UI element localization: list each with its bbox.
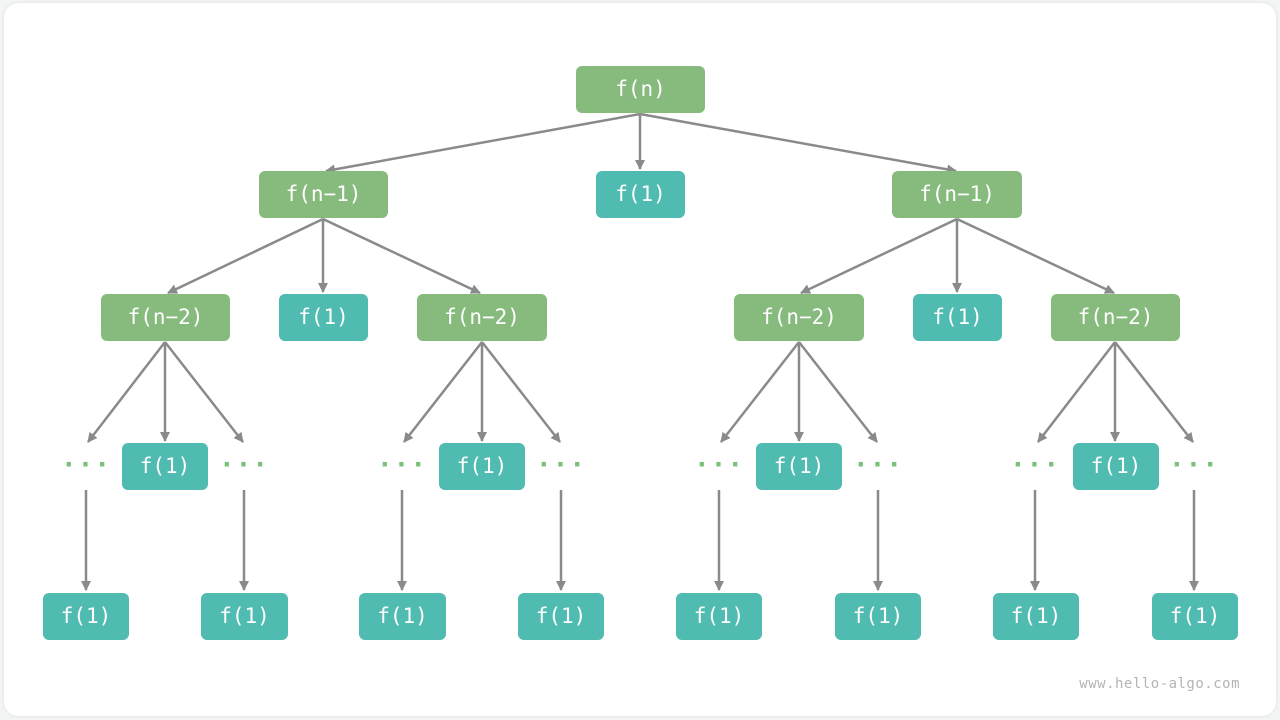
- node-f-1: f(1): [43, 593, 129, 640]
- node-f-n-minus-2: f(n−2): [734, 294, 864, 341]
- node-f-1: f(1): [279, 294, 368, 341]
- edge: [403, 341, 483, 443]
- node-f-1: f(1): [359, 593, 446, 640]
- ellipsis: ···: [1169, 450, 1219, 480]
- edge: [1037, 341, 1116, 443]
- node-f-1: f(1): [201, 593, 288, 640]
- node-f-1: f(1): [122, 443, 208, 490]
- node-f-n-minus-2: f(n−2): [1051, 294, 1180, 341]
- edge: [798, 341, 878, 443]
- node-f-n-minus-1-left: f(n−1): [259, 171, 388, 218]
- edge: [322, 217, 481, 295]
- node-f-n-minus-2: f(n−2): [101, 294, 230, 341]
- edge: [639, 112, 957, 175]
- node-f-n-minus-1-right: f(n−1): [892, 171, 1022, 218]
- node-f-1: f(1): [835, 593, 921, 640]
- node-f-1: f(1): [518, 593, 604, 640]
- edge: [87, 341, 166, 443]
- ellipsis: ···: [219, 450, 269, 480]
- edge: [481, 341, 561, 443]
- edge: [1114, 341, 1194, 443]
- node-f-1: f(1): [1152, 593, 1238, 640]
- node-f-1: f(1): [596, 171, 685, 218]
- edge: [167, 217, 324, 295]
- ellipsis: ···: [61, 450, 111, 480]
- ellipsis: ···: [536, 450, 586, 480]
- ellipsis: ···: [377, 450, 427, 480]
- node-f-n: f(n): [576, 66, 705, 113]
- edge: [164, 341, 244, 443]
- edge: [325, 112, 641, 175]
- node-f-n-minus-2: f(n−2): [417, 294, 547, 341]
- node-f-1: f(1): [913, 294, 1002, 341]
- edge: [800, 217, 958, 295]
- node-f-1: f(1): [676, 593, 762, 640]
- ellipsis: ···: [694, 450, 744, 480]
- edge: [720, 341, 800, 443]
- edge: [956, 217, 1115, 295]
- node-f-1: f(1): [439, 443, 525, 490]
- node-f-1: f(1): [756, 443, 842, 490]
- ellipsis: ···: [1010, 450, 1060, 480]
- ellipsis: ···: [853, 450, 903, 480]
- watermark: www.hello-algo.com: [1079, 676, 1240, 692]
- node-f-1: f(1): [1073, 443, 1159, 490]
- node-f-1: f(1): [993, 593, 1079, 640]
